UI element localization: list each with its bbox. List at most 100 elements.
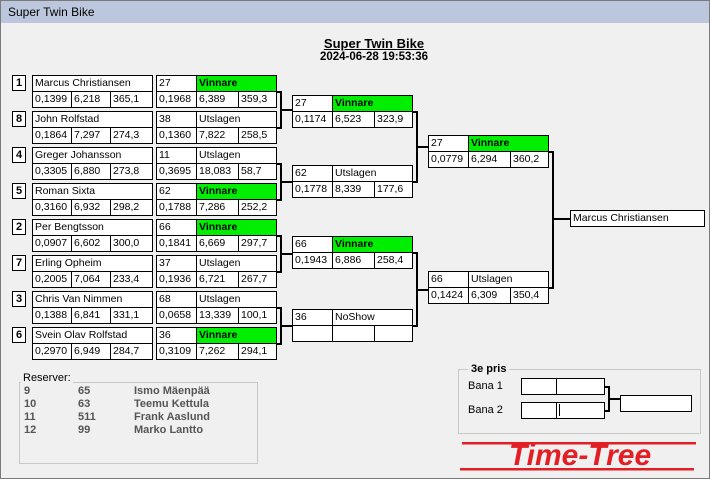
race-speed: 294,1 xyxy=(238,343,277,360)
bracket-line xyxy=(552,151,554,289)
reserve-position: 12 xyxy=(24,424,37,436)
race-et: 7,262 xyxy=(196,343,239,360)
svg-text:Time-Tree: Time-Tree xyxy=(509,439,651,472)
race-number[interactable]: 62 xyxy=(156,183,197,200)
overall-winner[interactable]: Marcus Christiansen xyxy=(570,210,705,227)
race-et: 7,822 xyxy=(196,127,239,144)
rider-name[interactable]: Marcus Christiansen xyxy=(32,75,153,92)
race-status[interactable]: Vinnare xyxy=(332,95,413,112)
third-place-winner-field[interactable] xyxy=(620,395,692,412)
rider-time-3: 284,7 xyxy=(110,343,153,360)
rider-time-1: 0,3305 xyxy=(32,163,72,180)
race-status[interactable]: Utslagen xyxy=(468,271,549,288)
rider-name[interactable]: Per Bengtsson xyxy=(32,219,153,236)
rider-name[interactable]: John Rolfstad xyxy=(32,111,153,128)
race-number[interactable]: 66 xyxy=(428,271,469,288)
reserve-name: Teemu Kettula xyxy=(134,398,209,410)
race-et: 6,669 xyxy=(196,235,239,252)
reserve-name: Marko Lantto xyxy=(134,424,204,436)
event-title: Super Twin Bike xyxy=(323,36,425,51)
race-et: 7,286 xyxy=(196,199,239,216)
third-place-connector xyxy=(604,386,610,388)
race-speed xyxy=(374,325,413,342)
bracket-line xyxy=(548,151,553,153)
race-number[interactable]: 11 xyxy=(156,147,197,164)
third-place-connector xyxy=(604,410,610,412)
race-speed: 350,4 xyxy=(510,287,549,304)
race-number[interactable]: 36 xyxy=(156,327,197,344)
rider-time-1: 0,2005 xyxy=(32,271,72,288)
race-et xyxy=(332,325,375,342)
race-status[interactable]: Vinnare xyxy=(332,236,413,253)
seed-number: 5 xyxy=(12,183,26,199)
race-number[interactable]: 37 xyxy=(156,255,197,272)
rider-name[interactable]: Greger Johansson xyxy=(32,147,153,164)
race-number[interactable]: 68 xyxy=(156,291,197,308)
race-number[interactable]: 27 xyxy=(292,95,333,112)
seed-number: 2 xyxy=(12,219,26,235)
race-number[interactable]: 66 xyxy=(292,236,333,253)
race-status[interactable]: Utslagen xyxy=(196,255,277,272)
rider-name[interactable]: Chris Van Nimmen xyxy=(32,291,153,308)
lane1-name-field[interactable] xyxy=(556,378,605,395)
race-et: 6,389 xyxy=(196,91,239,108)
race-status[interactable]: Utslagen xyxy=(196,291,277,308)
rider-time-3: 365,1 xyxy=(110,91,153,108)
bracket-line xyxy=(276,199,281,201)
rider-name[interactable]: Roman Sixta xyxy=(32,183,153,200)
race-status[interactable]: Vinnare xyxy=(196,183,277,200)
bracket-line xyxy=(276,307,281,309)
race-status[interactable]: Utslagen xyxy=(196,147,277,164)
window-title: Super Twin Bike xyxy=(8,5,95,19)
reserve-position: 10 xyxy=(24,398,37,410)
seed-number: 8 xyxy=(12,111,26,127)
race-et: 6,294 xyxy=(468,151,511,168)
third-place-connector xyxy=(608,398,620,400)
race-reaction: 0,1968 xyxy=(156,91,197,108)
rider-name[interactable]: Svein Olav Rolfstad xyxy=(32,327,153,344)
race-number[interactable]: 27 xyxy=(156,75,197,92)
race-reaction: 0,1788 xyxy=(156,199,197,216)
reserve-name: Frank Aaslund xyxy=(134,411,210,423)
race-status[interactable]: Vinnare xyxy=(196,327,277,344)
third-place-label: 3e pris xyxy=(468,363,510,375)
rider-time-2: 7,064 xyxy=(71,271,111,288)
lane2-name-field[interactable] xyxy=(556,402,605,419)
reserve-number: 65 xyxy=(78,385,91,397)
race-reaction: 0,1174 xyxy=(292,111,333,128)
seed-number: 3 xyxy=(12,291,26,307)
lane2-number-field[interactable] xyxy=(521,402,557,419)
lane1-number-field[interactable] xyxy=(521,378,557,395)
race-number[interactable]: 62 xyxy=(292,165,333,182)
rider-name[interactable]: Erling Opheim xyxy=(32,255,153,272)
bracket-line xyxy=(548,287,553,289)
race-status[interactable]: Utslagen xyxy=(332,165,413,182)
race-reaction: 0,0779 xyxy=(428,151,469,168)
race-reaction: 0,1778 xyxy=(292,181,333,198)
bracket-line xyxy=(276,271,281,273)
rider-time-3: 300,0 xyxy=(110,235,153,252)
race-status[interactable]: Vinnare xyxy=(196,219,277,236)
race-number[interactable]: 36 xyxy=(292,309,333,326)
race-status[interactable]: Vinnare xyxy=(468,135,549,152)
race-number[interactable]: 27 xyxy=(428,135,469,152)
rider-time-1: 0,1864 xyxy=(32,127,72,144)
race-reaction: 0,3109 xyxy=(156,343,197,360)
race-reaction: 0,1943 xyxy=(292,252,333,269)
race-number[interactable]: 38 xyxy=(156,111,197,128)
rider-time-3: 298,2 xyxy=(110,199,153,216)
race-speed: 177,6 xyxy=(374,181,413,198)
race-status[interactable]: Utslagen xyxy=(196,111,277,128)
bracket-line xyxy=(552,218,570,220)
race-et: 8,339 xyxy=(332,181,375,198)
race-number[interactable]: 66 xyxy=(156,219,197,236)
race-status[interactable]: NoShow xyxy=(332,309,413,326)
race-reaction: 0,1936 xyxy=(156,271,197,288)
title-bar[interactable]: Super Twin Bike xyxy=(1,1,709,23)
reserve-position: 11 xyxy=(24,411,36,423)
rider-time-1: 0,3160 xyxy=(32,199,72,216)
race-status[interactable]: Vinnare xyxy=(196,75,277,92)
race-reaction: 0,0658 xyxy=(156,307,197,324)
rider-time-2: 6,218 xyxy=(71,91,111,108)
